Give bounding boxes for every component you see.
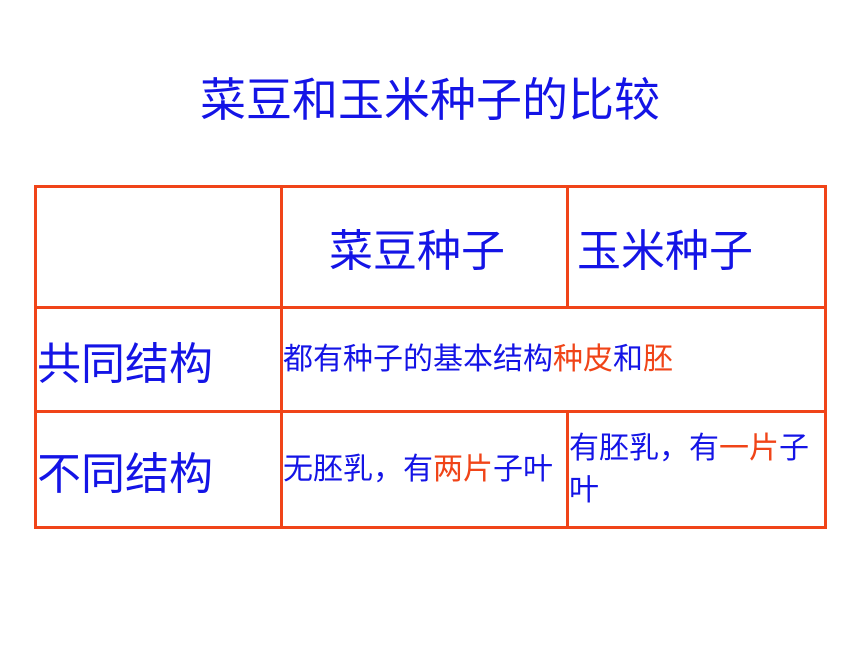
bean-difference-cell: 无胚乳，有两片子叶 [280, 410, 569, 529]
table-row-common-structure: 共同结构 都有种子的基本结构种皮和胚 [34, 306, 827, 413]
header-cell-corn-seed: 玉米种子 [566, 185, 827, 309]
header-cell-empty [34, 185, 283, 309]
table-row-different-structure: 不同结构 无胚乳，有两片子叶 有胚乳，有一片子叶 [34, 410, 827, 529]
common-text-and: 和 [613, 341, 643, 377]
corn-difference-cell: 有胚乳，有一片子叶 [566, 410, 827, 529]
highlight-two-cotyledons: 两片 [433, 451, 493, 487]
highlight-embryo: 胚 [643, 341, 673, 377]
corn-text-suffix: 子叶 [569, 430, 810, 508]
highlight-seed-coat: 种皮 [553, 341, 613, 377]
header-cell-bean-seed: 菜豆种子 [280, 185, 569, 309]
common-structure-cell: 都有种子的基本结构种皮和胚 [280, 306, 827, 413]
row-label-common: 共同结构 [34, 306, 283, 413]
common-text-prefix: 都有种子的基本结构 [283, 341, 554, 377]
table-header-row: 菜豆种子 玉米种子 [34, 185, 827, 309]
corn-text-prefix: 有胚乳，有 [569, 430, 720, 466]
bean-text-suffix: 子叶 [493, 451, 553, 487]
bean-text-prefix: 无胚乳，有 [283, 451, 434, 487]
row-label-different: 不同结构 [34, 410, 283, 529]
slide-title: 菜豆和玉米种子的比较 [200, 73, 660, 127]
highlight-one-cotyledon: 一片 [719, 430, 779, 466]
comparison-table: 菜豆种子 玉米种子 共同结构 都有种子的基本结构种皮和胚 不同结构 无胚乳，有两… [34, 185, 827, 529]
